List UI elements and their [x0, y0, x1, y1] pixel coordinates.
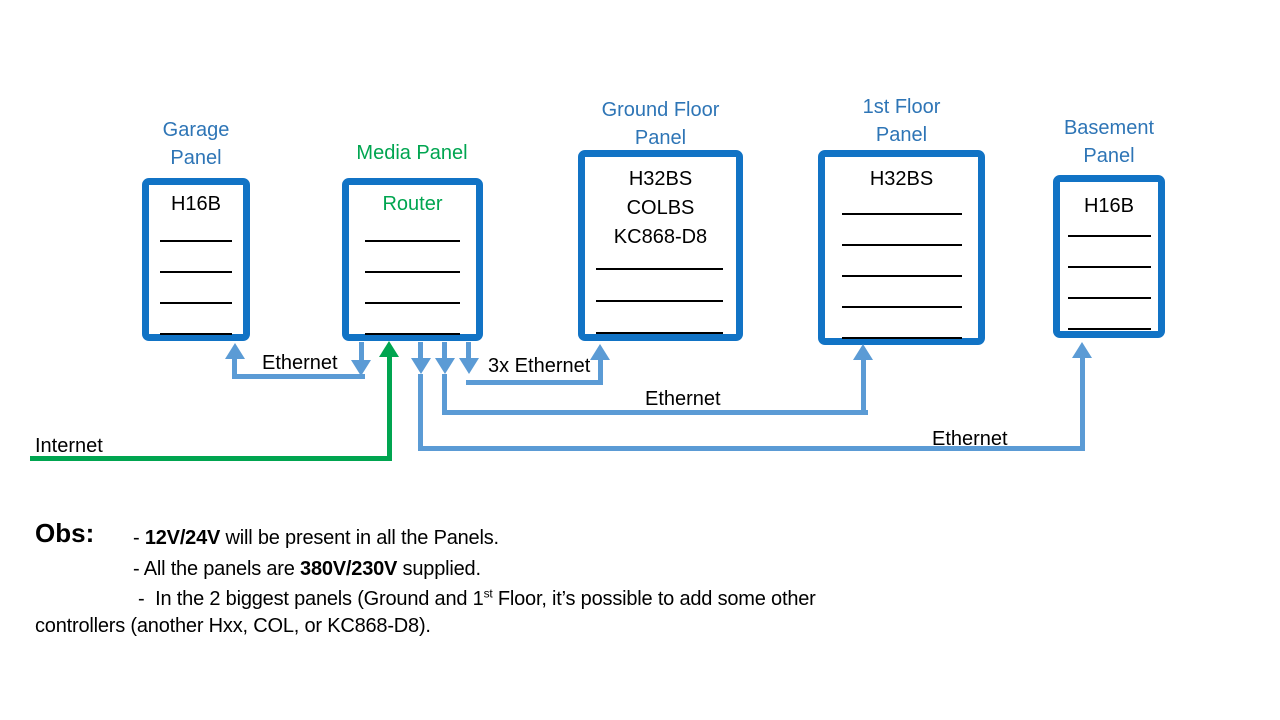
- arrowhead-down-stub1-icon: [411, 358, 431, 374]
- blank-line: [596, 238, 723, 270]
- blank-line: [842, 308, 962, 339]
- media-panel-box: Router: [342, 178, 483, 341]
- ethernet-label-garage: Ethernet: [262, 352, 338, 374]
- blank-line: [365, 242, 460, 273]
- ground-ethernet-horizontal-line: [466, 380, 603, 385]
- basement-ethernet-vertical-line: [1080, 358, 1085, 451]
- first-ethernet-drop-line: [442, 374, 447, 415]
- note3-pre: - In the 2 biggest panels (Ground and 1: [138, 588, 484, 610]
- obs-heading: Obs:: [35, 518, 95, 548]
- basement-panel-devices: H16B: [1083, 195, 1135, 217]
- note-line-4: controllers (another Hxx, COL, or KC868-…: [35, 615, 431, 637]
- media-panel-devices: Router: [382, 193, 443, 215]
- blank-line: [1068, 206, 1151, 237]
- garage-panel-devices: H16B: [170, 193, 222, 215]
- note1-bold: 12V/24V: [144, 527, 221, 549]
- note1-prefix: -: [133, 527, 145, 549]
- ground-ethernet-vertical-line: [598, 360, 603, 384]
- arrowhead-down-stub3-icon: [459, 358, 479, 374]
- note-line-2: - All the panels are 380V/230V supplied.: [133, 557, 481, 581]
- arrowhead-down-stub2-icon: [435, 358, 455, 374]
- basement-panel-blank-lines: [1068, 206, 1151, 330]
- first-floor-panel-devices: H32BS: [869, 168, 934, 190]
- ethernet-label-first-floor: Ethernet: [645, 388, 721, 410]
- arrowhead-down-media-garage-icon: [351, 360, 371, 376]
- garage-ethernet-horizontal-line: [232, 374, 365, 379]
- blank-line: [1068, 237, 1151, 268]
- first-floor-panel-blank-lines: [842, 184, 962, 339]
- basement-ethernet-horizontal-line: [418, 446, 1085, 451]
- media-stub1-line: [418, 342, 423, 360]
- blank-line: [596, 302, 723, 334]
- blank-line: [160, 242, 232, 273]
- arrowhead-up-garage-icon: [225, 343, 245, 359]
- blank-line: [160, 273, 232, 304]
- blank-line: [365, 211, 460, 242]
- blank-line: [596, 270, 723, 302]
- ethernet-label-3x: 3x Ethernet: [488, 355, 591, 377]
- note2-rest: supplied.: [397, 558, 481, 580]
- garage-panel-blank-lines: [160, 211, 232, 335]
- note2-bold: 380V/230V: [300, 558, 398, 580]
- blank-line: [842, 277, 962, 308]
- arrowhead-up-ground-icon: [590, 344, 610, 360]
- blank-line: [842, 184, 962, 215]
- ground-floor-panel-title: Ground Floor Panel: [601, 99, 720, 149]
- blank-line: [160, 304, 232, 335]
- blank-line: [1068, 299, 1151, 330]
- internet-horizontal-line: [30, 456, 390, 461]
- first-ethernet-vertical-line: [861, 360, 866, 415]
- blank-line: [842, 215, 962, 246]
- blank-line: [842, 246, 962, 277]
- first-floor-panel-box: H32BS: [818, 150, 985, 345]
- garage-panel-title: Garage Panel: [162, 119, 230, 169]
- media-stub3-line: [466, 342, 471, 360]
- media-stub2-line: [442, 342, 447, 360]
- note-line-3: - In the 2 biggest panels (Ground and 1s…: [138, 587, 816, 611]
- note3-superscript: st: [483, 586, 493, 601]
- blank-line: [1068, 268, 1151, 299]
- arrowhead-up-basement-icon: [1072, 342, 1092, 358]
- note2-prefix: - All the panels are: [133, 558, 301, 580]
- arrowhead-up-internet-icon: [379, 341, 399, 357]
- basement-panel-title: Basement Panel: [1063, 117, 1155, 167]
- media-panel-title: Media Panel: [356, 142, 468, 164]
- first-ethernet-horizontal-line: [442, 410, 868, 415]
- basement-ethernet-drop-line: [418, 374, 423, 451]
- media-stub-garage-line: [359, 342, 364, 361]
- note-line-1: - 12V/24V will be present in all the Pan…: [133, 526, 499, 550]
- note3-post: Floor, it’s possible to add some other: [492, 588, 816, 610]
- internet-label: Internet: [35, 435, 103, 457]
- blank-line: [160, 211, 232, 242]
- internet-vertical-line: [387, 355, 392, 461]
- arrowhead-up-first-floor-icon: [853, 344, 873, 360]
- ethernet-label-basement: Ethernet: [932, 428, 1008, 450]
- ground-floor-panel-devices: H32BS COLBS KC868-D8: [613, 168, 708, 248]
- ground-floor-panel-box: H32BS COLBS KC868-D8: [578, 150, 743, 341]
- garage-ethernet-vertical-line: [232, 357, 237, 378]
- garage-panel-box: H16B: [142, 178, 250, 341]
- media-panel-blank-lines: [365, 211, 460, 335]
- blank-line: [365, 304, 460, 335]
- ground-floor-panel-blank-lines: [596, 238, 723, 334]
- first-floor-panel-title: 1st Floor Panel: [862, 96, 941, 146]
- note1-rest: will be present in all the Panels.: [220, 527, 500, 549]
- basement-panel-box: H16B: [1053, 175, 1165, 338]
- blank-line: [365, 273, 460, 304]
